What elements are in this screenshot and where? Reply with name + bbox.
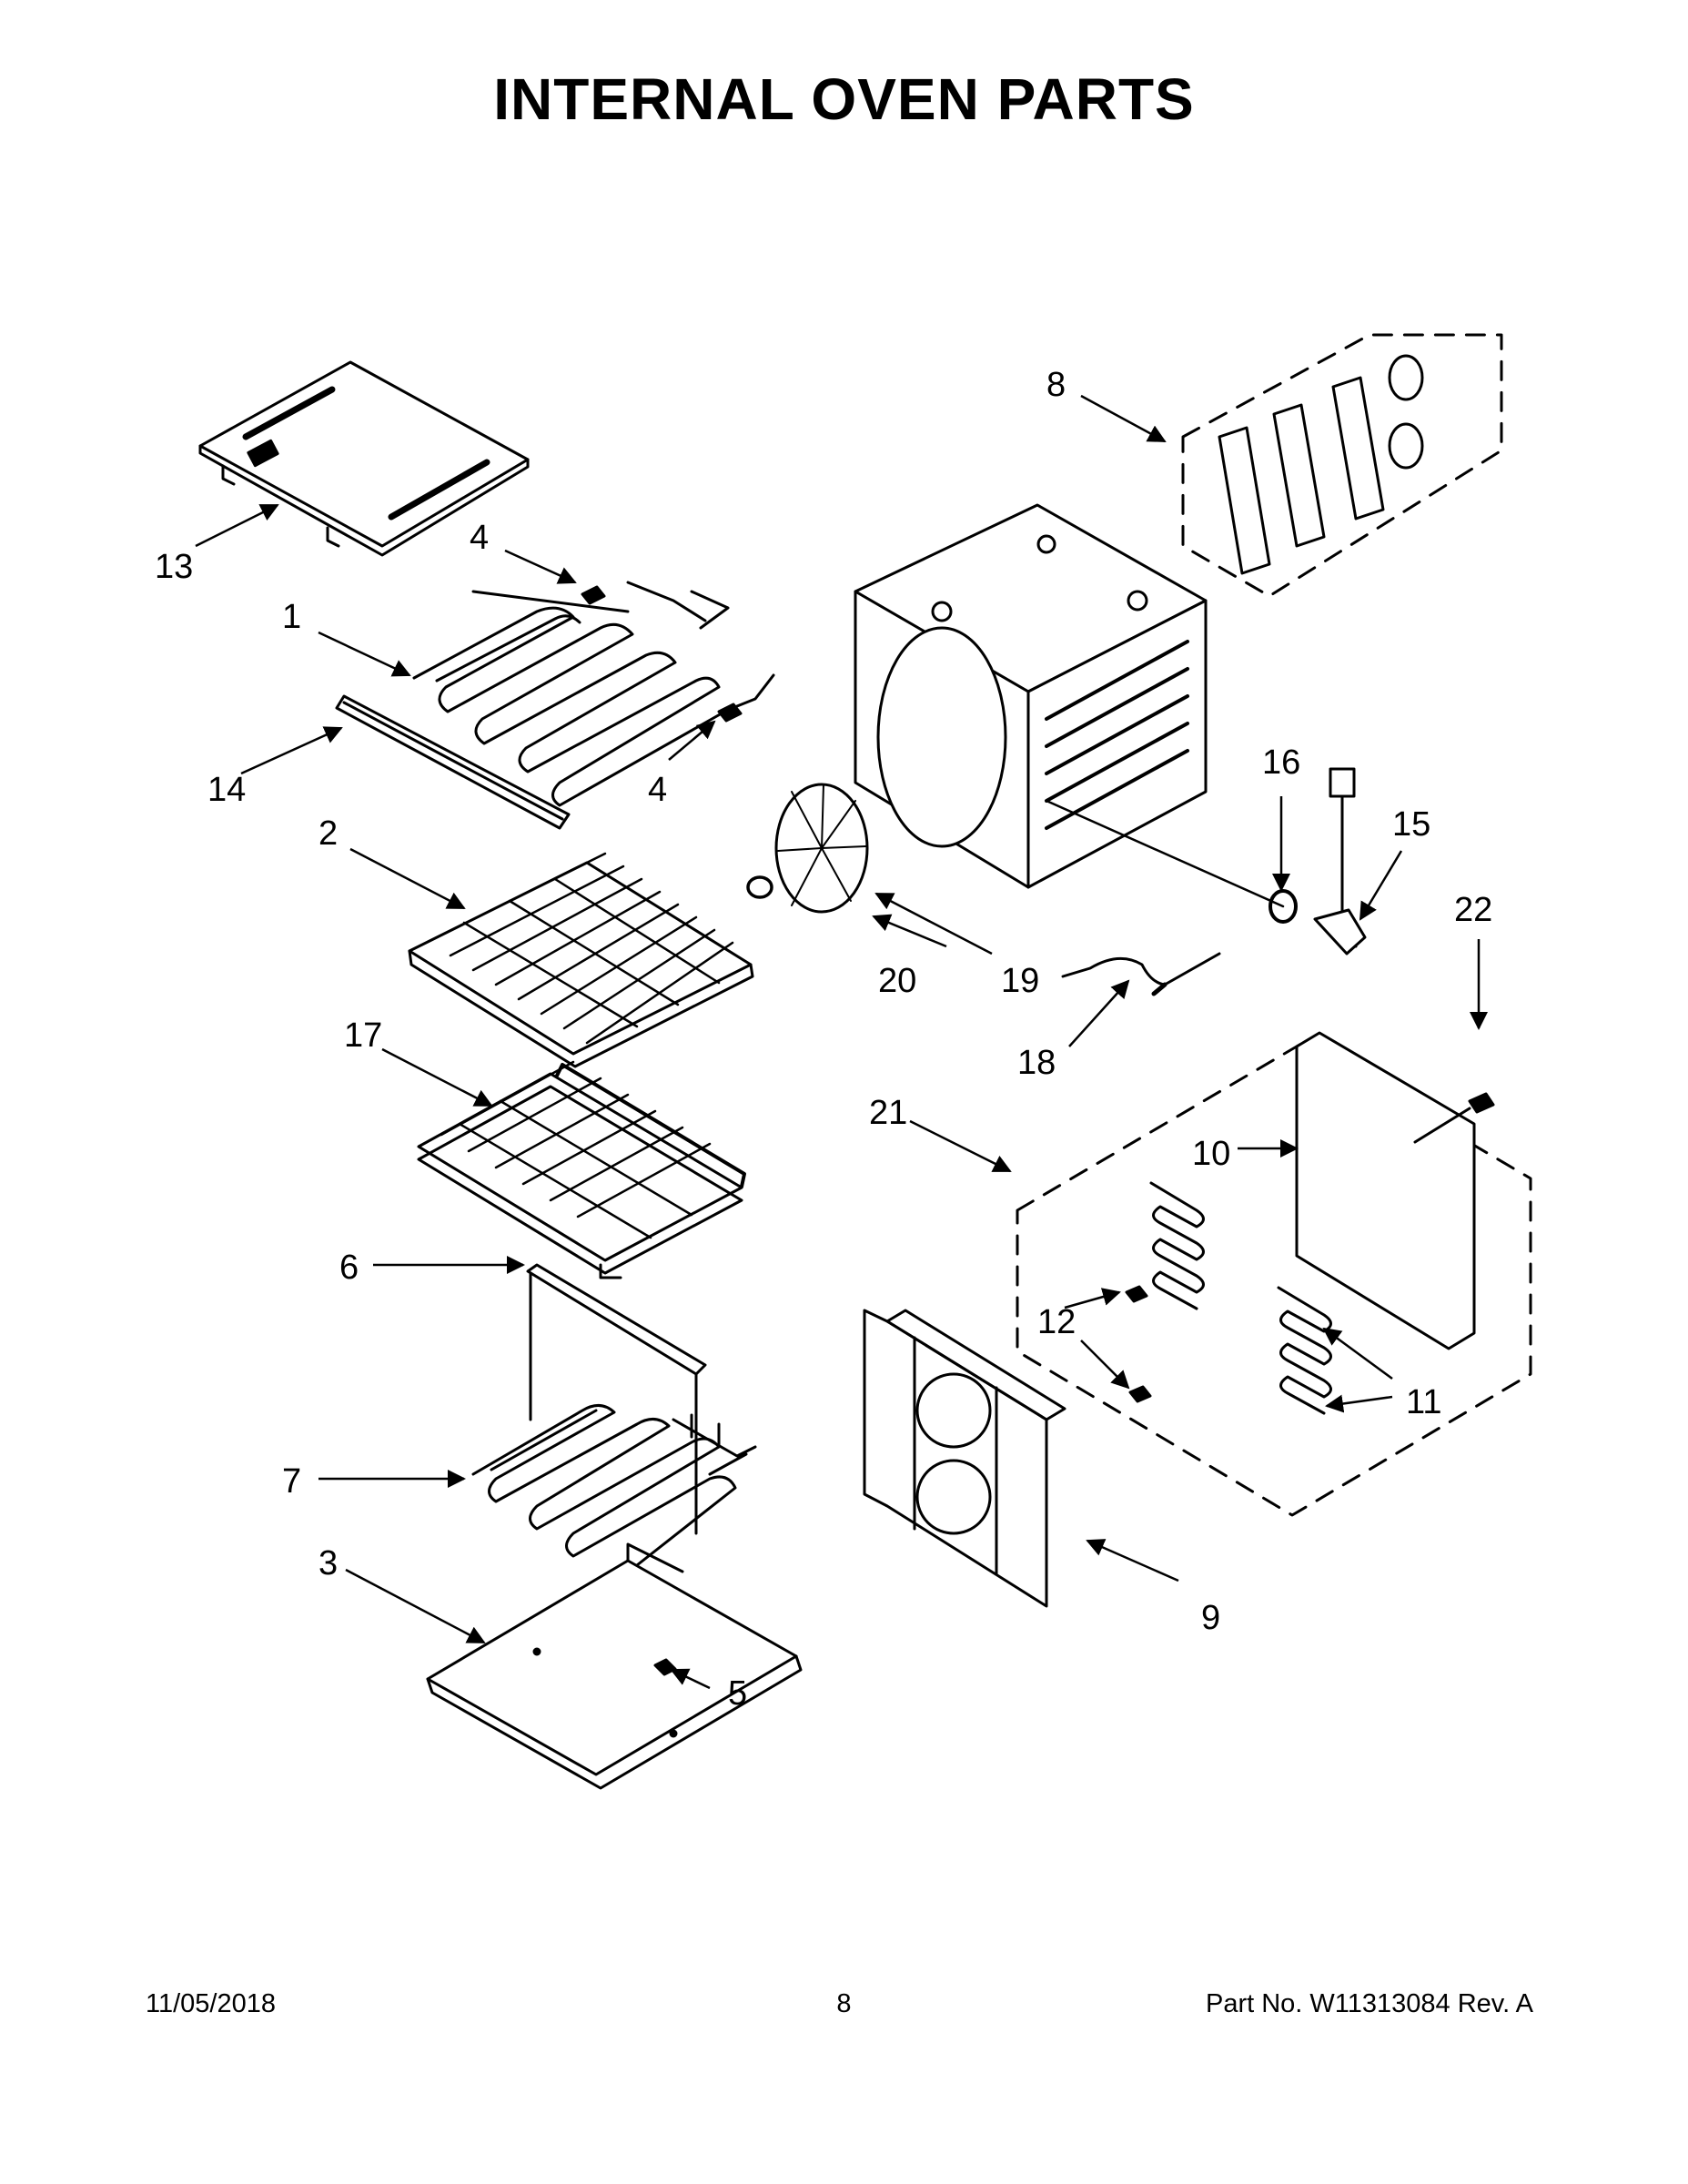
callout-labels: 8 13 4 1 4 14 2 16 15 22 20 19 18 17 21 … (155, 366, 1492, 1713)
trim-strip-part (526, 1263, 707, 1535)
callout-3: 3 (318, 1544, 338, 1582)
broil-element-part (412, 581, 775, 807)
oven-cavity-part (854, 503, 1208, 889)
callout-15: 15 (1392, 805, 1430, 844)
roller-rack-part (417, 1060, 746, 1279)
callout-4-top: 4 (470, 519, 489, 557)
callout-12: 12 (1037, 1303, 1076, 1341)
convection-motor-part (1313, 767, 1367, 956)
callout-6: 6 (339, 1249, 359, 1287)
callout-22: 22 (1454, 891, 1492, 929)
convection-element-group-part (1016, 1031, 1532, 1517)
callout-14: 14 (207, 771, 246, 809)
callout-21: 21 (869, 1094, 907, 1132)
footer-date: 11/05/2018 (146, 1989, 276, 2018)
footer-page-number: 8 (836, 1989, 852, 2018)
callout-1: 1 (282, 598, 301, 636)
callout-5: 5 (728, 1674, 747, 1713)
callout-8: 8 (1046, 366, 1066, 404)
convection-fan-blade-part (746, 783, 869, 914)
control-boards-part (1181, 333, 1503, 598)
screw-part (581, 585, 743, 723)
callout-16: 16 (1262, 743, 1300, 782)
callout-7: 7 (282, 1462, 301, 1501)
callout-17: 17 (344, 1016, 382, 1055)
callout-20: 20 (878, 962, 916, 1000)
front-rail-part (335, 694, 571, 830)
callout-13: 13 (155, 548, 193, 586)
rear-panel-part (863, 1309, 1066, 1608)
top-panel-part (198, 360, 530, 557)
footer-part-number: Part No. W11313084 Rev. A (1205, 1989, 1533, 2018)
meat-probe-part (1061, 952, 1221, 996)
bake-element-part (471, 1404, 757, 1567)
callout-10: 10 (1192, 1135, 1230, 1173)
callout-19: 19 (1001, 962, 1039, 1000)
callout-4-bottom: 4 (648, 771, 667, 809)
callout-9: 9 (1201, 1599, 1220, 1637)
page-title: INTERNAL OVEN PARTS (493, 66, 1195, 132)
oven-rack-part (408, 852, 754, 1068)
callout-18: 18 (1017, 1044, 1056, 1082)
callout-2: 2 (318, 814, 338, 853)
callout-11-label: 11 (1406, 1383, 1441, 1421)
bottom-panel-part (426, 1542, 803, 1790)
